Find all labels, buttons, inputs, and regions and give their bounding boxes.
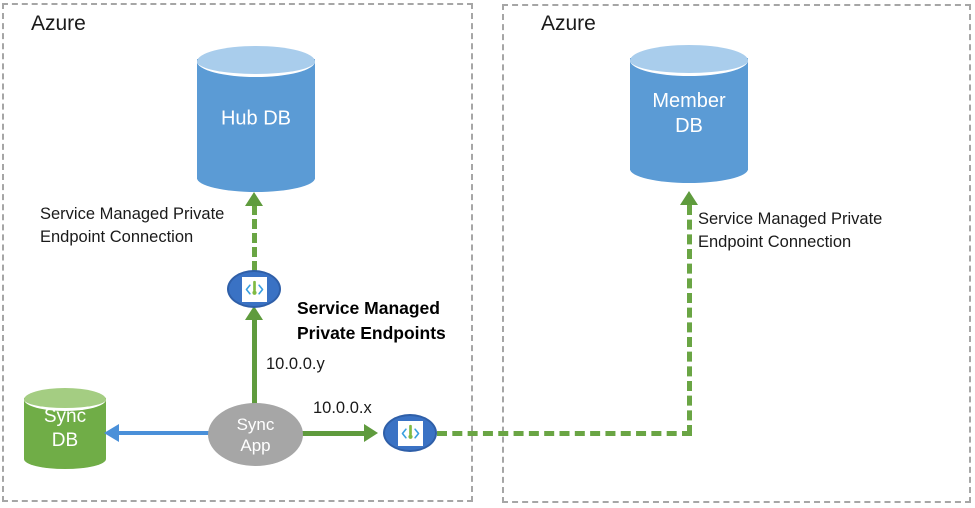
sync-app-label-line1: Sync (236, 414, 275, 434)
ip-label-member: 10.0.0.x (313, 399, 372, 417)
connector-syncapp-to-syncdb (118, 431, 216, 435)
cylinder-body (197, 59, 315, 179)
hub-db-node: Hub DB (197, 46, 315, 192)
connector-endpoint-to-member-db-horizontal (437, 431, 692, 436)
connector-endpoint-to-hub-db (252, 205, 257, 271)
private-endpoint-badge-hub (227, 270, 281, 308)
azure-label-right: Azure (541, 12, 596, 35)
connector-syncapp-to-endpoint-hub (252, 318, 257, 418)
azure-boundary-left (2, 3, 473, 502)
connector-endpoint-to-member-db-vertical (687, 205, 692, 435)
private-endpoint-icon (397, 420, 423, 446)
cylinder-body (630, 58, 748, 170)
sync-app-label-line2: App (240, 435, 271, 455)
cylinder-top (197, 46, 315, 77)
annotation-hub-connection: Service Managed Private Endpoint Connect… (40, 205, 225, 246)
annotation-service-managed-private-endpoints: Service Managed Private Endpoints (297, 298, 446, 343)
azure-boundary-right (502, 4, 971, 503)
cylinder-top (630, 45, 748, 76)
private-endpoint-badge-member (383, 414, 437, 452)
connector-syncapp-to-endpoint-member (300, 431, 366, 436)
arrow-head-up-green-member (680, 191, 698, 205)
arrow-head-up-green (245, 306, 263, 320)
private-endpoint-icon (241, 276, 267, 302)
ip-label-hub: 10.0.0.y (266, 355, 325, 373)
annotation-member-connection: Service Managed Private Endpoint Connect… (698, 210, 883, 251)
arrow-head-left-blue (104, 424, 119, 442)
arrow-head-right-green (364, 424, 378, 442)
cylinder-top (24, 388, 106, 411)
arrow-head-up-green-hub (245, 192, 263, 206)
azure-label-left: Azure (31, 12, 86, 35)
